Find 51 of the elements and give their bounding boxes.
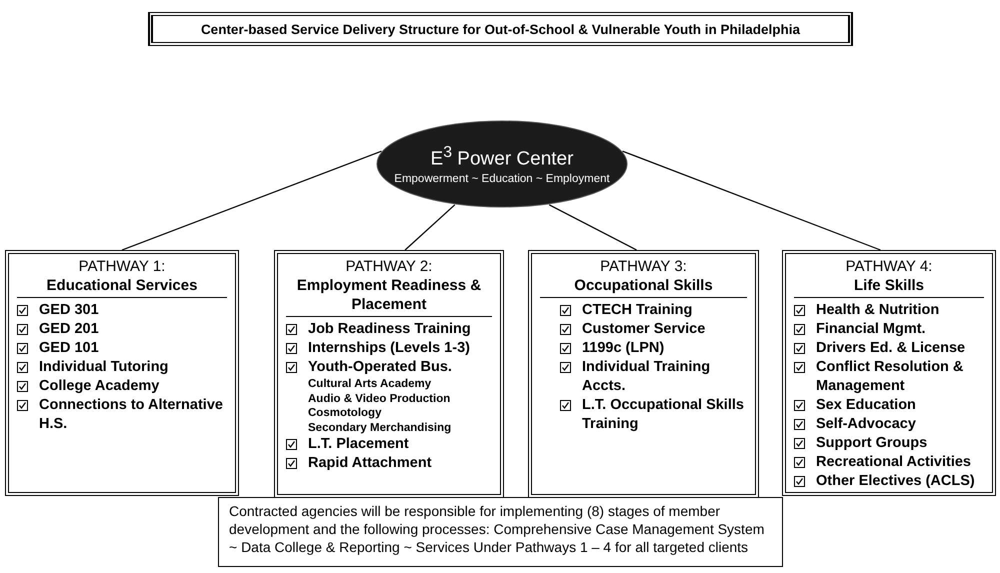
pathway-box: [274, 250, 504, 498]
pathway-heading: Educational Services: [17, 276, 227, 298]
sub-item: Audio & Video Production: [307, 392, 452, 406]
list-item: Financial Mgmt.: [816, 320, 926, 339]
list-item: Health & Nutrition: [816, 301, 940, 320]
list-item: Individual Tutoring: [39, 358, 168, 377]
list-item: College Academy: [39, 377, 160, 396]
center-subtitle: Empowerment ~ Education ~ Employment: [394, 172, 610, 187]
sub-item: Secondary Merchandising: [307, 420, 452, 435]
pathway-box: [528, 250, 759, 498]
list-item: Individual Training Accts.: [582, 358, 712, 396]
list-item: Youth-Operated Bus.: [308, 358, 452, 377]
list-item: Internships (Levels 1-3): [308, 339, 470, 358]
list-item: GED 101: [39, 339, 99, 358]
connector-line: [622, 150, 881, 251]
list-item: Conflict Resolution & Management: [816, 358, 964, 396]
list-item: L.T. Occupational Skills Training: [582, 396, 745, 434]
pathway-heading: Life Skills: [794, 276, 984, 298]
pathway-box: [5, 250, 239, 496]
title-text: Center-based Service Delivery Structure for Out-of-School & Vulnerable Youth in Philadelphia: [200, 22, 800, 36]
note-text: Contracted agencies will be responsible for implementing (8) stages of member development and the following processes: Comprehensive Case Management System ~ Data College & Reporting ~ Services Under Pathways 1 – 4 for all targeted clients: [229, 502, 766, 556]
ellipse-node: [376, 120, 628, 208]
sub-item: Cosmotology: [307, 406, 382, 420]
pathway-box: [782, 250, 996, 496]
pathway-number: PATHWAY 4:: [844, 258, 934, 276]
connector-line: [404, 204, 456, 250]
connector-line: [548, 204, 637, 251]
list-item: Self-Advocacy: [816, 415, 916, 434]
list-item: Drivers Ed. & License: [816, 339, 966, 358]
pathway-heading: Occupational Skills: [540, 276, 747, 298]
list-item: L.T. Placement: [308, 435, 409, 454]
pathway-number: PATHWAY 2:: [344, 258, 434, 276]
pathway-number: PATHWAY 1:: [78, 258, 166, 276]
list-item: GED 201: [39, 320, 99, 339]
list-item: 1199c (LPN): [582, 339, 664, 358]
note-box: [218, 497, 783, 567]
list-item: Other Electives (ACLS): [816, 472, 975, 491]
list-item: Connections to Alternative H.S.: [39, 396, 224, 434]
list-item: Job Readiness Training: [308, 320, 471, 339]
pathway-number: PATHWAY 3:: [599, 258, 688, 276]
connector-line: [122, 150, 382, 251]
sub-item: Cultural Arts Academy: [307, 377, 432, 392]
list-item: Recreational Activities: [816, 453, 971, 472]
list-item: Customer Service: [582, 320, 706, 339]
center-title: E$^{3}$ Power Center: [430, 143, 574, 171]
pathway-heading: Employment Readiness & Placement: [286, 276, 492, 317]
list-item: Sex Education: [816, 396, 916, 415]
list-item: CTECH Training: [582, 301, 692, 320]
list-item: Support Groups: [816, 434, 928, 453]
list-item: GED 301: [39, 301, 99, 320]
list-item: Rapid Attachment: [308, 454, 432, 473]
